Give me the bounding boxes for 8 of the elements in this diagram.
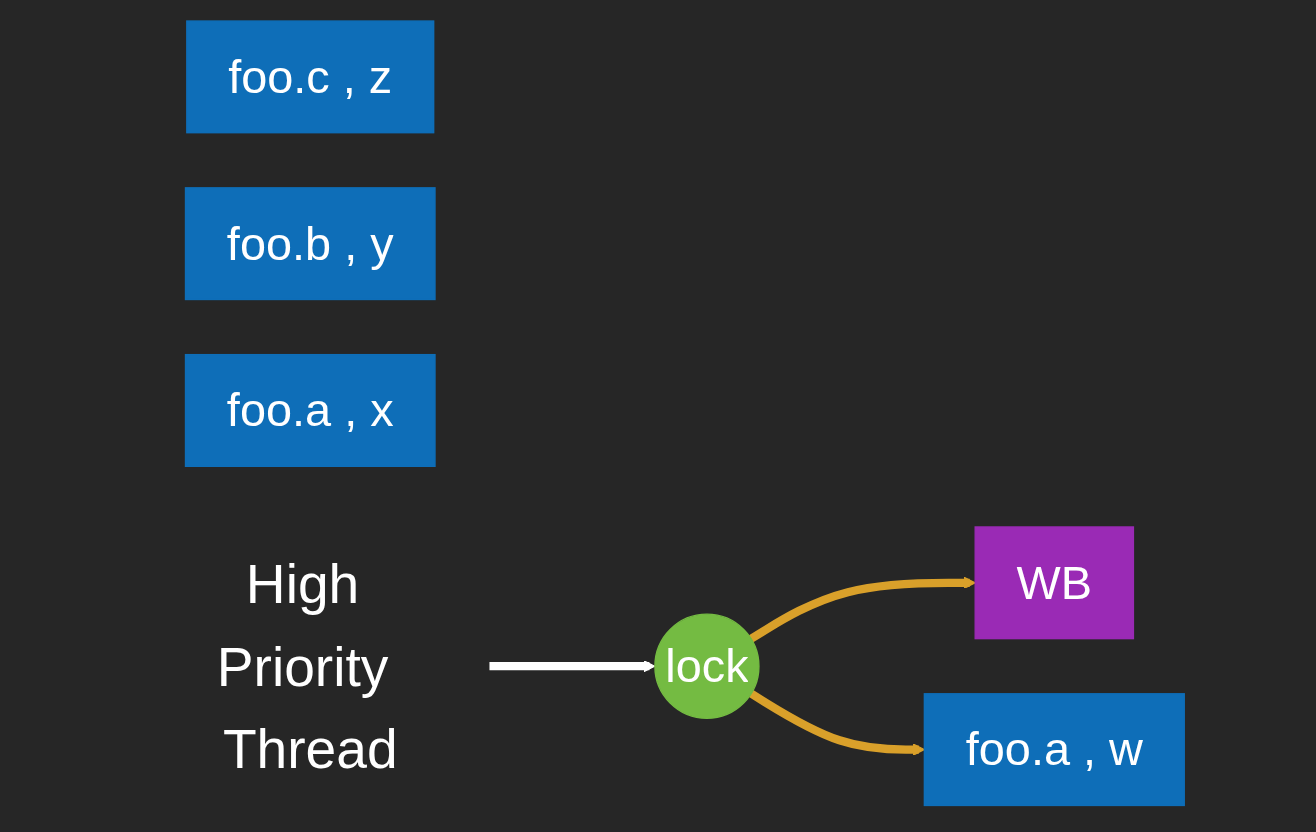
- node-box: foo.a , x: [185, 353, 437, 467]
- node-box: WB: [974, 526, 1135, 640]
- node-text: High Priority Thread: [217, 553, 398, 780]
- arrow: [489, 660, 656, 673]
- node-box: foo.a , w: [924, 693, 1186, 807]
- node-box: foo.b , y: [185, 187, 437, 301]
- node-box: foo.c , z: [186, 20, 435, 134]
- node-circle: lock: [654, 613, 760, 719]
